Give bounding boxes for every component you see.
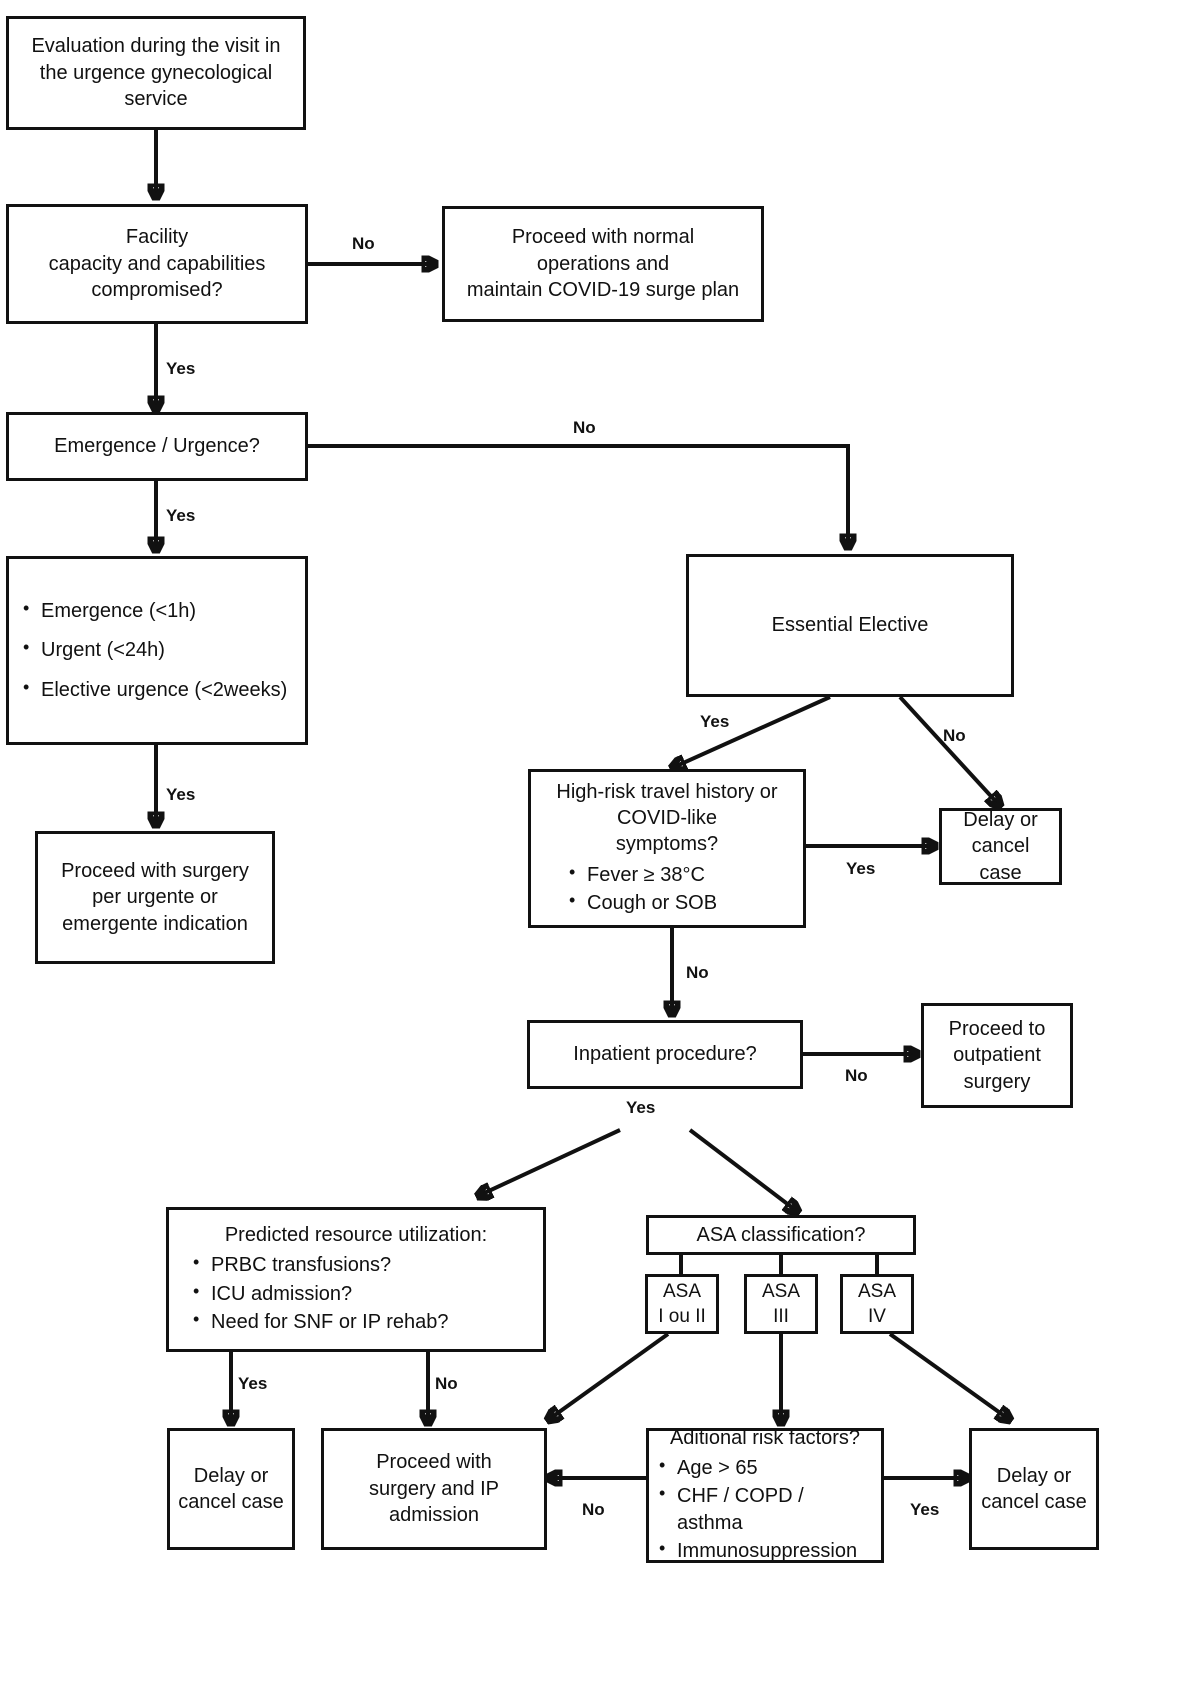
- node-outpatient-text: Proceed to outpatient surgery: [948, 1017, 1046, 1093]
- connector-emergence-no: [308, 444, 848, 548]
- covid-symptom-list: Fever ≥ 38°C Cough or SOB: [531, 860, 803, 919]
- node-covid-screening[interactable]: High-risk travel history or COVID-like s…: [528, 769, 806, 928]
- node-asa-1-2[interactable]: ASA I ou II: [645, 1274, 719, 1334]
- connector-inpatient-yes-right: [688, 1128, 798, 1212]
- node-delay-cancel-case-2[interactable]: Delay or cancel case: [167, 1428, 295, 1550]
- list-item: Immunosuppression: [659, 1537, 873, 1564]
- connector-elective-no: [898, 695, 1000, 806]
- node-evaluation-text: Evaluation during the visit in the urgen…: [31, 35, 281, 111]
- node-emergence-urgence[interactable]: Emergence / Urgence?: [6, 412, 308, 481]
- resource-list: PRBC transfusions? ICU admission? Need f…: [169, 1250, 543, 1337]
- list-item: Cough or SOB: [569, 889, 795, 916]
- node-inpatient-text: Inpatient procedure?: [573, 1043, 757, 1066]
- list-item: ICU admission?: [193, 1279, 535, 1307]
- connector-elective-yes: [672, 695, 831, 768]
- node-asa-1-2-text: ASA I ou II: [658, 1280, 706, 1327]
- edge-label-risk-no: No: [582, 1500, 605, 1519]
- node-additional-risk-factors[interactable]: Aditional risk factors? Age > 65 CHF / C…: [646, 1426, 884, 1563]
- risk-list: Age > 65 CHF / COPD / asthma Immunosuppr…: [649, 1453, 881, 1567]
- node-facility-compromised[interactable]: Facility capacity and capabilities compr…: [6, 204, 308, 324]
- edge-label-inpatient-no: No: [845, 1066, 868, 1085]
- node-urgency-categories[interactable]: Emergence (<1h) Urgent (<24h) Elective u…: [6, 556, 308, 745]
- edge-label-covid-no: No: [686, 963, 709, 982]
- node-delay-cancel-case-1[interactable]: Delay or cancel case: [939, 808, 1062, 885]
- risk-heading: Aditional risk factors?: [669, 1426, 861, 1449]
- node-facility-text: Facility capacity and capabilities compr…: [48, 226, 266, 302]
- node-evaluation[interactable]: Evaluation during the visit in the urgen…: [6, 16, 306, 130]
- node-delay-cancel-case-3[interactable]: Delay or cancel case: [969, 1428, 1099, 1550]
- node-delay-cancel-1-text: Delay or cancel case: [963, 808, 1038, 884]
- connector-inpatient-yes-left: [478, 1128, 621, 1196]
- connector-asa12-to-proceed: [548, 1332, 670, 1420]
- list-item: Urgent (<24h): [23, 636, 297, 663]
- node-asa-classification-text: ASA classification?: [696, 1223, 866, 1246]
- node-resource-utilization[interactable]: Predicted resource utilization: PRBC tra…: [166, 1207, 546, 1352]
- edge-label-urgency-yes: Yes: [166, 785, 196, 804]
- node-proceed-surgery-urgent[interactable]: Proceed with surgery per urgente or emer…: [35, 831, 275, 964]
- node-asa-4-text: ASA IV: [857, 1280, 897, 1327]
- node-proceed-surgery-text: Proceed with surgery per urgente or emer…: [61, 859, 249, 935]
- node-asa-3-text: ASA III: [761, 1280, 801, 1327]
- edge-label-covid-yes: Yes: [846, 859, 876, 878]
- edge-label-emergence-no: No: [573, 418, 596, 437]
- edge-label-resource-no: No: [435, 1374, 458, 1393]
- node-proceed-normal-operations[interactable]: Proceed with normal operations and maint…: [442, 206, 764, 322]
- edge-label-resource-yes: Yes: [238, 1374, 268, 1393]
- node-proceed-ip-text: Proceed with surgery and IP admission: [368, 1451, 500, 1527]
- node-essential-elective[interactable]: Essential Elective: [686, 554, 1014, 697]
- edge-label-elective-no: No: [943, 726, 966, 745]
- covid-screen-heading: High-risk travel history or COVID-like s…: [556, 780, 778, 856]
- edge-label-facility-yes: Yes: [166, 359, 196, 378]
- list-item: Need for SNF or IP rehab?: [193, 1308, 535, 1335]
- resource-heading: Predicted resource utilization:: [224, 1223, 488, 1246]
- node-proceed-with-ip-admission[interactable]: Proceed with surgery and IP admission: [321, 1428, 547, 1550]
- edge-label-facility-no: No: [352, 234, 375, 253]
- node-asa-3[interactable]: ASA III: [744, 1274, 818, 1334]
- edge-label-emergence-yes: Yes: [166, 506, 196, 525]
- urgency-list: Emergence (<1h) Urgent (<24h) Elective u…: [9, 585, 305, 716]
- list-item: CHF / COPD / asthma: [659, 1482, 873, 1536]
- list-item: Emergence (<1h): [23, 597, 297, 624]
- node-normal-ops-text: Proceed with normal operations and maint…: [466, 226, 740, 302]
- edge-label-risk-yes: Yes: [910, 1500, 940, 1519]
- node-emergence-text: Emergence / Urgence?: [54, 435, 260, 458]
- node-proceed-outpatient[interactable]: Proceed to outpatient surgery: [921, 1003, 1073, 1108]
- node-delay-cancel-2-text: Delay or cancel case: [178, 1464, 284, 1513]
- list-item: Elective urgence (<2weeks): [23, 676, 297, 703]
- node-delay-cancel-3-text: Delay or cancel case: [981, 1464, 1087, 1513]
- node-essential-elective-text: Essential Elective: [771, 614, 929, 637]
- list-item: Fever ≥ 38°C: [569, 861, 795, 888]
- edge-label-inpatient-yes: Yes: [626, 1098, 656, 1117]
- edge-label-elective-yes: Yes: [700, 712, 730, 731]
- list-item: PRBC transfusions?: [193, 1251, 535, 1278]
- node-asa-4[interactable]: ASA IV: [840, 1274, 914, 1334]
- list-item: Age > 65: [659, 1454, 873, 1481]
- node-inpatient-procedure[interactable]: Inpatient procedure?: [527, 1020, 803, 1089]
- connector-asa4-to-delay: [888, 1332, 1010, 1420]
- node-asa-classification[interactable]: ASA classification?: [646, 1215, 916, 1255]
